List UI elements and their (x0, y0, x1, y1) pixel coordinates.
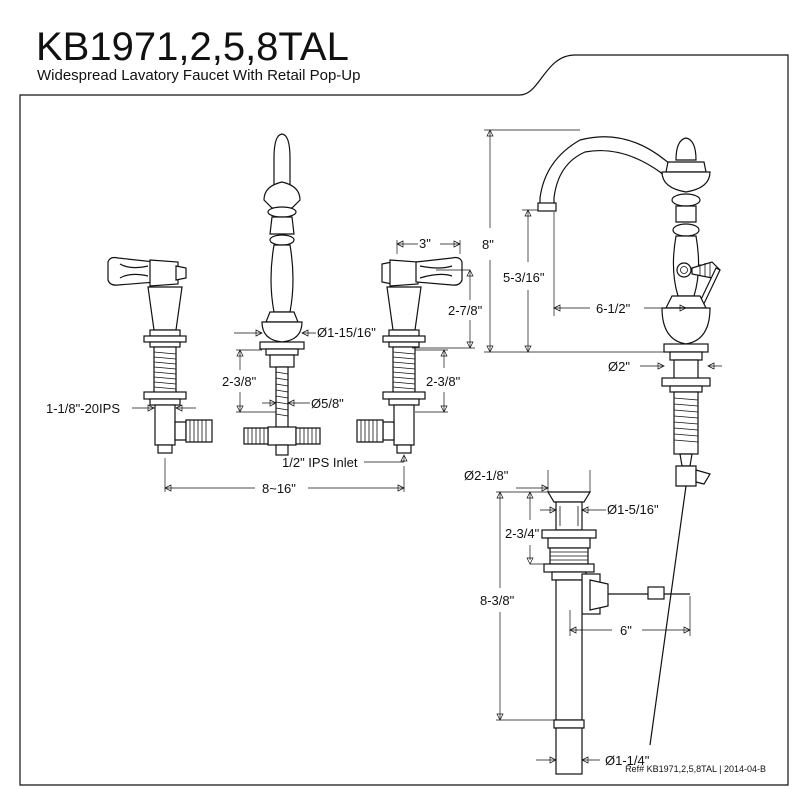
dim-drain-flange-diameter: Ø2-1/8" (464, 468, 509, 483)
dim-left-thread: 1-1/8"-20IPS (46, 401, 120, 416)
dim-drain-upper-height: 2-3/4" (505, 526, 540, 541)
model-title: KB1971,2,5,8TAL (36, 25, 349, 69)
dim-drain-rod-length: 6" (620, 623, 632, 638)
dim-drain-total-height: 8-3/8" (480, 593, 515, 608)
right-handle-valve (356, 256, 463, 454)
dim-tailpiece-diameter: Ø1-1/4" (605, 753, 650, 768)
dim-spout-base-diameter: Ø1-15/16" (317, 325, 376, 340)
subtitle: Widespread Lavatory Faucet With Retail P… (37, 67, 360, 84)
popup-drain (541, 491, 690, 775)
dim-center-shank-diameter: Ø5/8" (311, 396, 344, 411)
left-handle-valve (107, 256, 213, 454)
dim-center-shank-length: 2-3/8" (222, 374, 257, 389)
dim-overall-height: 8" (482, 237, 494, 252)
dim-base-diameter: Ø2" (608, 359, 630, 374)
dim-spout-reach: 6-1/2" (596, 301, 631, 316)
center-spout-front (243, 133, 321, 456)
faucet-side-view (537, 136, 721, 746)
dim-handle-width: 3" (419, 236, 431, 251)
reference-note: Ref# KB1971,2,5,8TAL | 2014-04-B (625, 764, 766, 774)
dimension-lines (132, 129, 722, 764)
dim-right-shank-length: 2-3/8" (426, 374, 461, 389)
dim-drain-stopper-diameter: Ø1-5/16" (607, 502, 659, 517)
dim-spout-clearance: 5-3/16" (503, 270, 545, 285)
dim-handle-height: 2-7/8" (448, 303, 483, 318)
dim-inlet: 1/2" IPS Inlet (282, 455, 358, 470)
dim-spread: 8~16" (262, 481, 296, 496)
drawing-frame (19, 54, 789, 786)
